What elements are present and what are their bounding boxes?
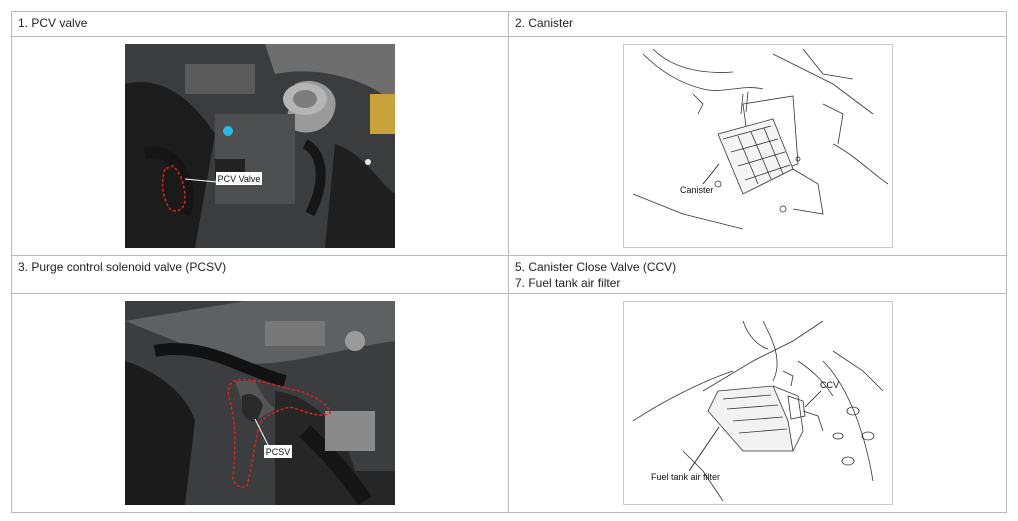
component-table: 1. PCV valve 2. Canister (11, 11, 1007, 513)
ccv-heading: 5. Canister Close Valve (CCV) (515, 260, 677, 274)
canister-heading: 2. Canister (508, 11, 1007, 37)
component-location-table: 1. PCV valve 2. Canister (11, 11, 1007, 513)
canister-diagram-cell: Canister (508, 36, 1007, 256)
ccv-diagram: CCV Fuel tank air filter (622, 301, 893, 505)
pcv-valve-heading: 1. PCV valve (11, 11, 509, 37)
ccv-label: CCV (820, 380, 839, 390)
pcsv-photo: PCSV (125, 301, 395, 505)
canister-label: Canister (680, 185, 714, 195)
pcv-valve-photo: PCV Valve (125, 44, 395, 248)
ccv-heading-cell: 5. Canister Close Valve (CCV) 7. Fuel ta… (508, 255, 1007, 294)
pcsv-heading: 3. Purge control solenoid valve (PCSV) (11, 255, 509, 294)
fuel-tank-air-filter-heading: 7. Fuel tank air filter (515, 276, 621, 290)
pcv-valve-photo-cell: PCV Valve (11, 36, 509, 256)
fuel-tank-air-filter-label: Fuel tank air filter (651, 472, 720, 482)
pcsv-label: PCSV (266, 447, 291, 457)
canister-diagram: Canister (622, 44, 893, 248)
ccv-diagram-cell: CCV Fuel tank air filter (508, 293, 1007, 513)
pcv-valve-label: PCV Valve (218, 174, 261, 184)
pcsv-photo-cell: PCSV (11, 293, 509, 513)
